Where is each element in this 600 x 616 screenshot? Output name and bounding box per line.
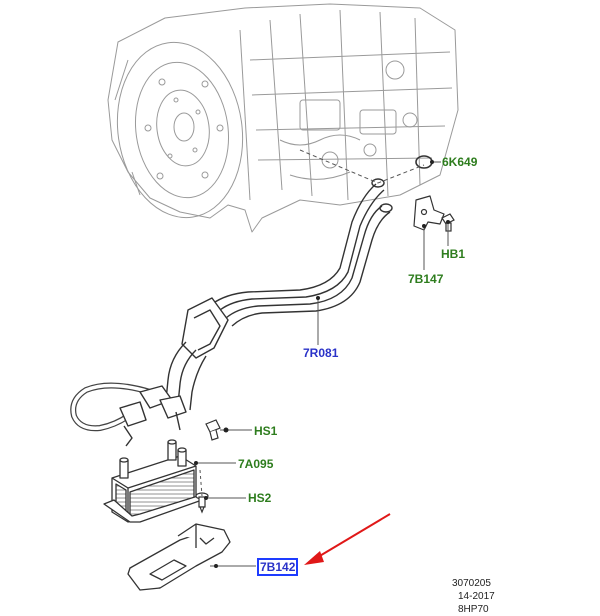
part-label-7r081: 7R081: [303, 346, 339, 360]
oil-cooler: [103, 439, 203, 523]
bracket-7b147: [413, 195, 445, 231]
part-label-6k649: 6K649: [442, 155, 478, 169]
assembly-dashed-line: [199, 469, 203, 497]
part-label-hs1: HS1: [254, 424, 278, 438]
leader-lines: [196, 161, 449, 567]
cooler-lines: [70, 178, 393, 447]
part-label-7b147: 7B147: [408, 272, 444, 286]
transmission-model: 8HP70: [458, 604, 489, 615]
transmission-assembly: [107, 3, 459, 233]
diagram-date: 14-2017: [458, 591, 495, 602]
leader-dots: [194, 160, 450, 568]
assembly-dashed-line: [299, 149, 425, 184]
bolt-hs1: [205, 419, 221, 441]
part-label-hs2: HS2: [248, 491, 272, 505]
part-label-hb1: HB1: [441, 247, 466, 261]
diagram-reference-number: 3070205: [452, 578, 491, 589]
bracket-7b142: [127, 523, 231, 591]
part-label-7b142-highlighted: 7B142: [257, 558, 299, 576]
red-pointer-arrow: [304, 513, 391, 565]
part-label-7a095: 7A095: [238, 457, 274, 471]
